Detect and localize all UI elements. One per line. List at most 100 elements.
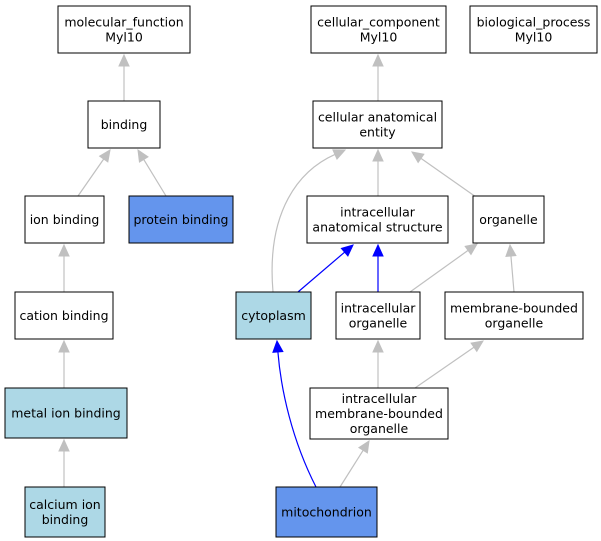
edge-cytoplasm-to-cellular-anatomical-entity [271, 149, 347, 293]
node-label-line: membrane-bounded [315, 406, 443, 421]
node-metal-ion-binding[interactable]: metal ion binding [4, 387, 128, 439]
node-label-line: Myl10 [515, 30, 553, 45]
node-label-line: Myl10 [105, 30, 143, 45]
nodes-layer: molecular_functionMyl10cellular_componen… [4, 5, 598, 538]
arrow-head-icon [340, 244, 354, 257]
node-label-line: intracellular [341, 301, 417, 316]
node-label-line: biological_process [477, 15, 591, 30]
edge-ion-binding-to-binding [77, 149, 111, 197]
node-ion-binding[interactable]: ion binding [24, 195, 105, 244]
edge-line [143, 159, 167, 197]
arrow-head-icon [58, 438, 70, 452]
node-label-line: molecular_function [64, 15, 183, 30]
edge-line [409, 249, 469, 293]
node-box [128, 195, 234, 244]
node-box [472, 195, 545, 244]
node-box [87, 100, 161, 149]
edge-intracellular-membrane-bounded-organelle-to-membrane-bounded-organelle [414, 340, 484, 389]
node-label-line: Myl10 [360, 30, 398, 45]
arrow-head-icon [470, 340, 484, 353]
node-box [335, 291, 421, 340]
node-label-line: organelle [479, 212, 538, 227]
edge-line [339, 449, 364, 488]
node-box [24, 195, 105, 244]
arrow-head-icon [372, 243, 384, 257]
node-label-line: anatomical structure [312, 220, 442, 235]
edge-cation-binding-to-ion-binding [58, 243, 70, 292]
arrow-head-icon [58, 339, 70, 353]
node-label-line: calcium ion [29, 497, 100, 512]
node-organelle[interactable]: organelle [472, 195, 545, 244]
node-box [275, 486, 378, 538]
node-label-line: cation binding [19, 308, 108, 323]
edge-calcium-ion-binding-to-metal-ion-binding [58, 438, 70, 487]
edge-mitochondrion-to-cytoplasm [272, 339, 317, 488]
arrow-head-icon [118, 53, 130, 67]
edge-protein-binding-to-binding [137, 148, 167, 197]
node-label-line: organelle [349, 316, 408, 331]
node-label-line: intracellular [340, 205, 416, 220]
edge-organelle-to-cellular-anatomical-entity [411, 151, 477, 198]
node-label-line: mitochondrion [281, 505, 372, 520]
node-label-line: metal ion binding [11, 406, 121, 421]
edge-intracellular-organelle-to-intracellular-anatomical-structure [372, 243, 384, 292]
edge-cytoplasm-to-intracellular-anatomical-structure [297, 244, 354, 293]
node-box [312, 100, 443, 149]
edge-cellular-anatomical-entity-to-cellular-component [372, 53, 384, 101]
edge-line [297, 251, 346, 293]
node-box [306, 195, 449, 244]
node-box [4, 387, 128, 439]
edge-intracellular-anatomical-structure-to-cellular-anatomical-entity [372, 148, 384, 196]
edge-line [77, 158, 105, 197]
node-mitochondrion[interactable]: mitochondrion [275, 486, 378, 538]
arrow-head-icon [98, 149, 111, 163]
node-label-line: cellular_component [317, 15, 440, 30]
node-label-line: cytoplasm [241, 308, 306, 323]
node-box [469, 5, 598, 54]
node-protein-binding[interactable]: protein binding [128, 195, 234, 244]
arrow-head-icon [58, 243, 70, 257]
node-label-line: entity [359, 125, 396, 140]
node-label-line: binding [101, 117, 148, 132]
node-label-line: cellular anatomical [318, 110, 437, 125]
node-box [14, 291, 114, 340]
node-cation-binding[interactable]: cation binding [14, 291, 114, 340]
arrow-head-icon [357, 439, 370, 454]
node-box [444, 291, 584, 340]
node-cytoplasm[interactable]: cytoplasm [235, 291, 312, 340]
edge-line [271, 153, 336, 293]
node-box [57, 5, 191, 54]
arrow-head-icon [372, 53, 384, 67]
node-label-line: protein binding [133, 212, 228, 227]
edge-intracellular-organelle-to-organelle [409, 243, 478, 293]
node-label-line: organelle [350, 421, 409, 436]
node-label-line: ion binding [30, 212, 100, 227]
node-label-line: organelle [485, 316, 544, 331]
edge-metal-ion-binding-to-cation-binding [58, 339, 70, 388]
edge-membrane-bounded-organelle-to-organelle [505, 243, 517, 293]
edge-line [420, 157, 477, 198]
node-box [235, 291, 312, 340]
edge-binding-to-molecular-function [118, 53, 130, 101]
edge-line [414, 346, 475, 389]
node-box [310, 5, 447, 54]
node-label-line: intracellular [342, 391, 418, 406]
arrow-head-icon [372, 339, 384, 353]
arrow-head-icon [272, 339, 284, 353]
arrow-head-icon [372, 148, 384, 162]
node-box [24, 486, 106, 538]
edge-line [510, 255, 515, 293]
node-binding[interactable]: binding [87, 100, 161, 149]
edge-intracellular-membrane-bounded-organelle-to-intracellular-organelle [372, 339, 384, 388]
node-label-line: membrane-bounded [450, 301, 578, 316]
